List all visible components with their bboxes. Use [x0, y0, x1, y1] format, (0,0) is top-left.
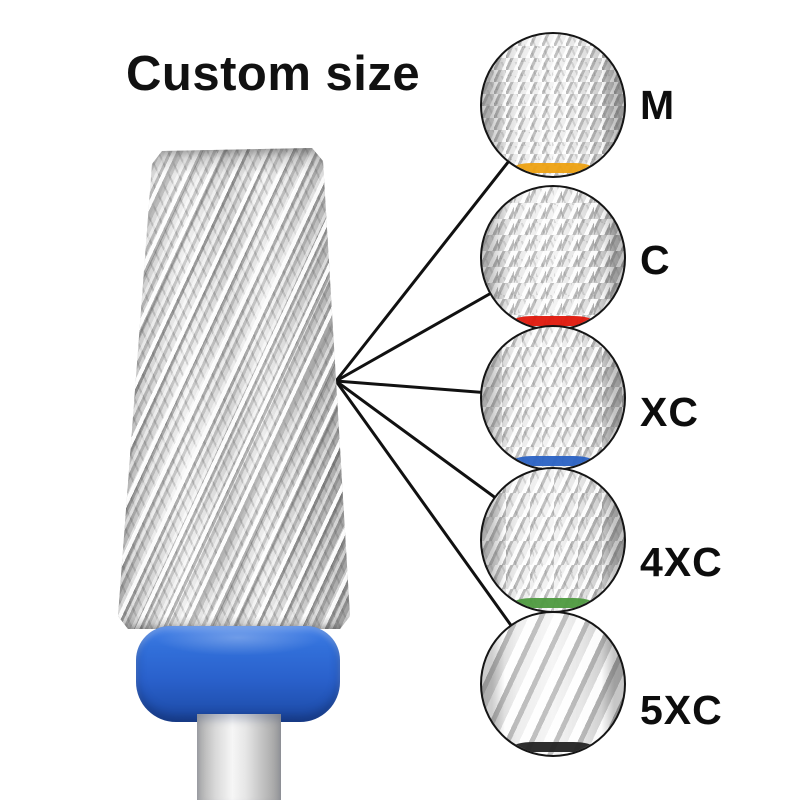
grit-detail-circle-4xc	[480, 467, 626, 613]
grit-label-5xc: 5XC	[640, 687, 723, 733]
grit-color-band-xc	[513, 456, 593, 466]
grit-color-band-4xc	[513, 598, 593, 608]
grit-color-band-c	[513, 316, 593, 326]
grit-detail-circle-xc	[480, 325, 626, 471]
grit-color-band-5xc	[513, 742, 593, 752]
page-title: Custom size	[126, 47, 421, 101]
grit-detail-circle-5xc	[480, 611, 626, 757]
grit-label-4xc: 4XC	[640, 539, 723, 585]
grit-label-xc: XC	[640, 389, 699, 435]
grit-label-c: C	[640, 237, 671, 283]
grit-label-m: M	[640, 82, 676, 128]
grit-detail-circle-c	[480, 185, 626, 331]
grit-color-band-m	[513, 163, 593, 173]
grit-detail-circle-m	[480, 32, 626, 178]
